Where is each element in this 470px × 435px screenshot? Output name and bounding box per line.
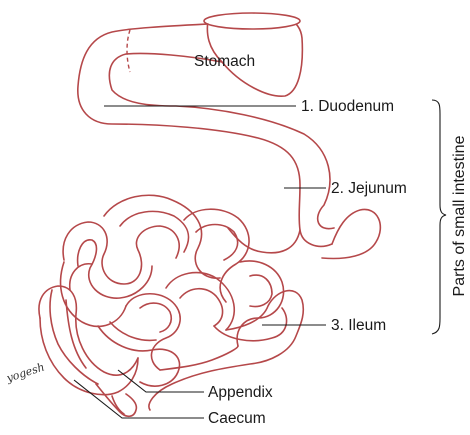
small-intestine-coils: [61, 195, 381, 410]
signature: yogesh: [4, 360, 46, 385]
jejunum-label: 2. Jejunum: [331, 180, 407, 197]
stomach-shape: [78, 13, 334, 246]
appendix-label: Appendix: [208, 384, 273, 401]
small-intestine-group-label: Parts of small intestine: [451, 135, 468, 296]
stomach-label: Stomach: [194, 53, 255, 70]
duodenum-label: 1. Duodenum: [301, 98, 394, 115]
ileum-label: 3. Ileum: [331, 317, 386, 334]
small-intestine-bracket: [432, 100, 446, 334]
caecum-leader-line: [74, 380, 204, 418]
caecum-label: Caecum: [208, 410, 266, 427]
caecum-appendix-shape: [39, 286, 138, 416]
